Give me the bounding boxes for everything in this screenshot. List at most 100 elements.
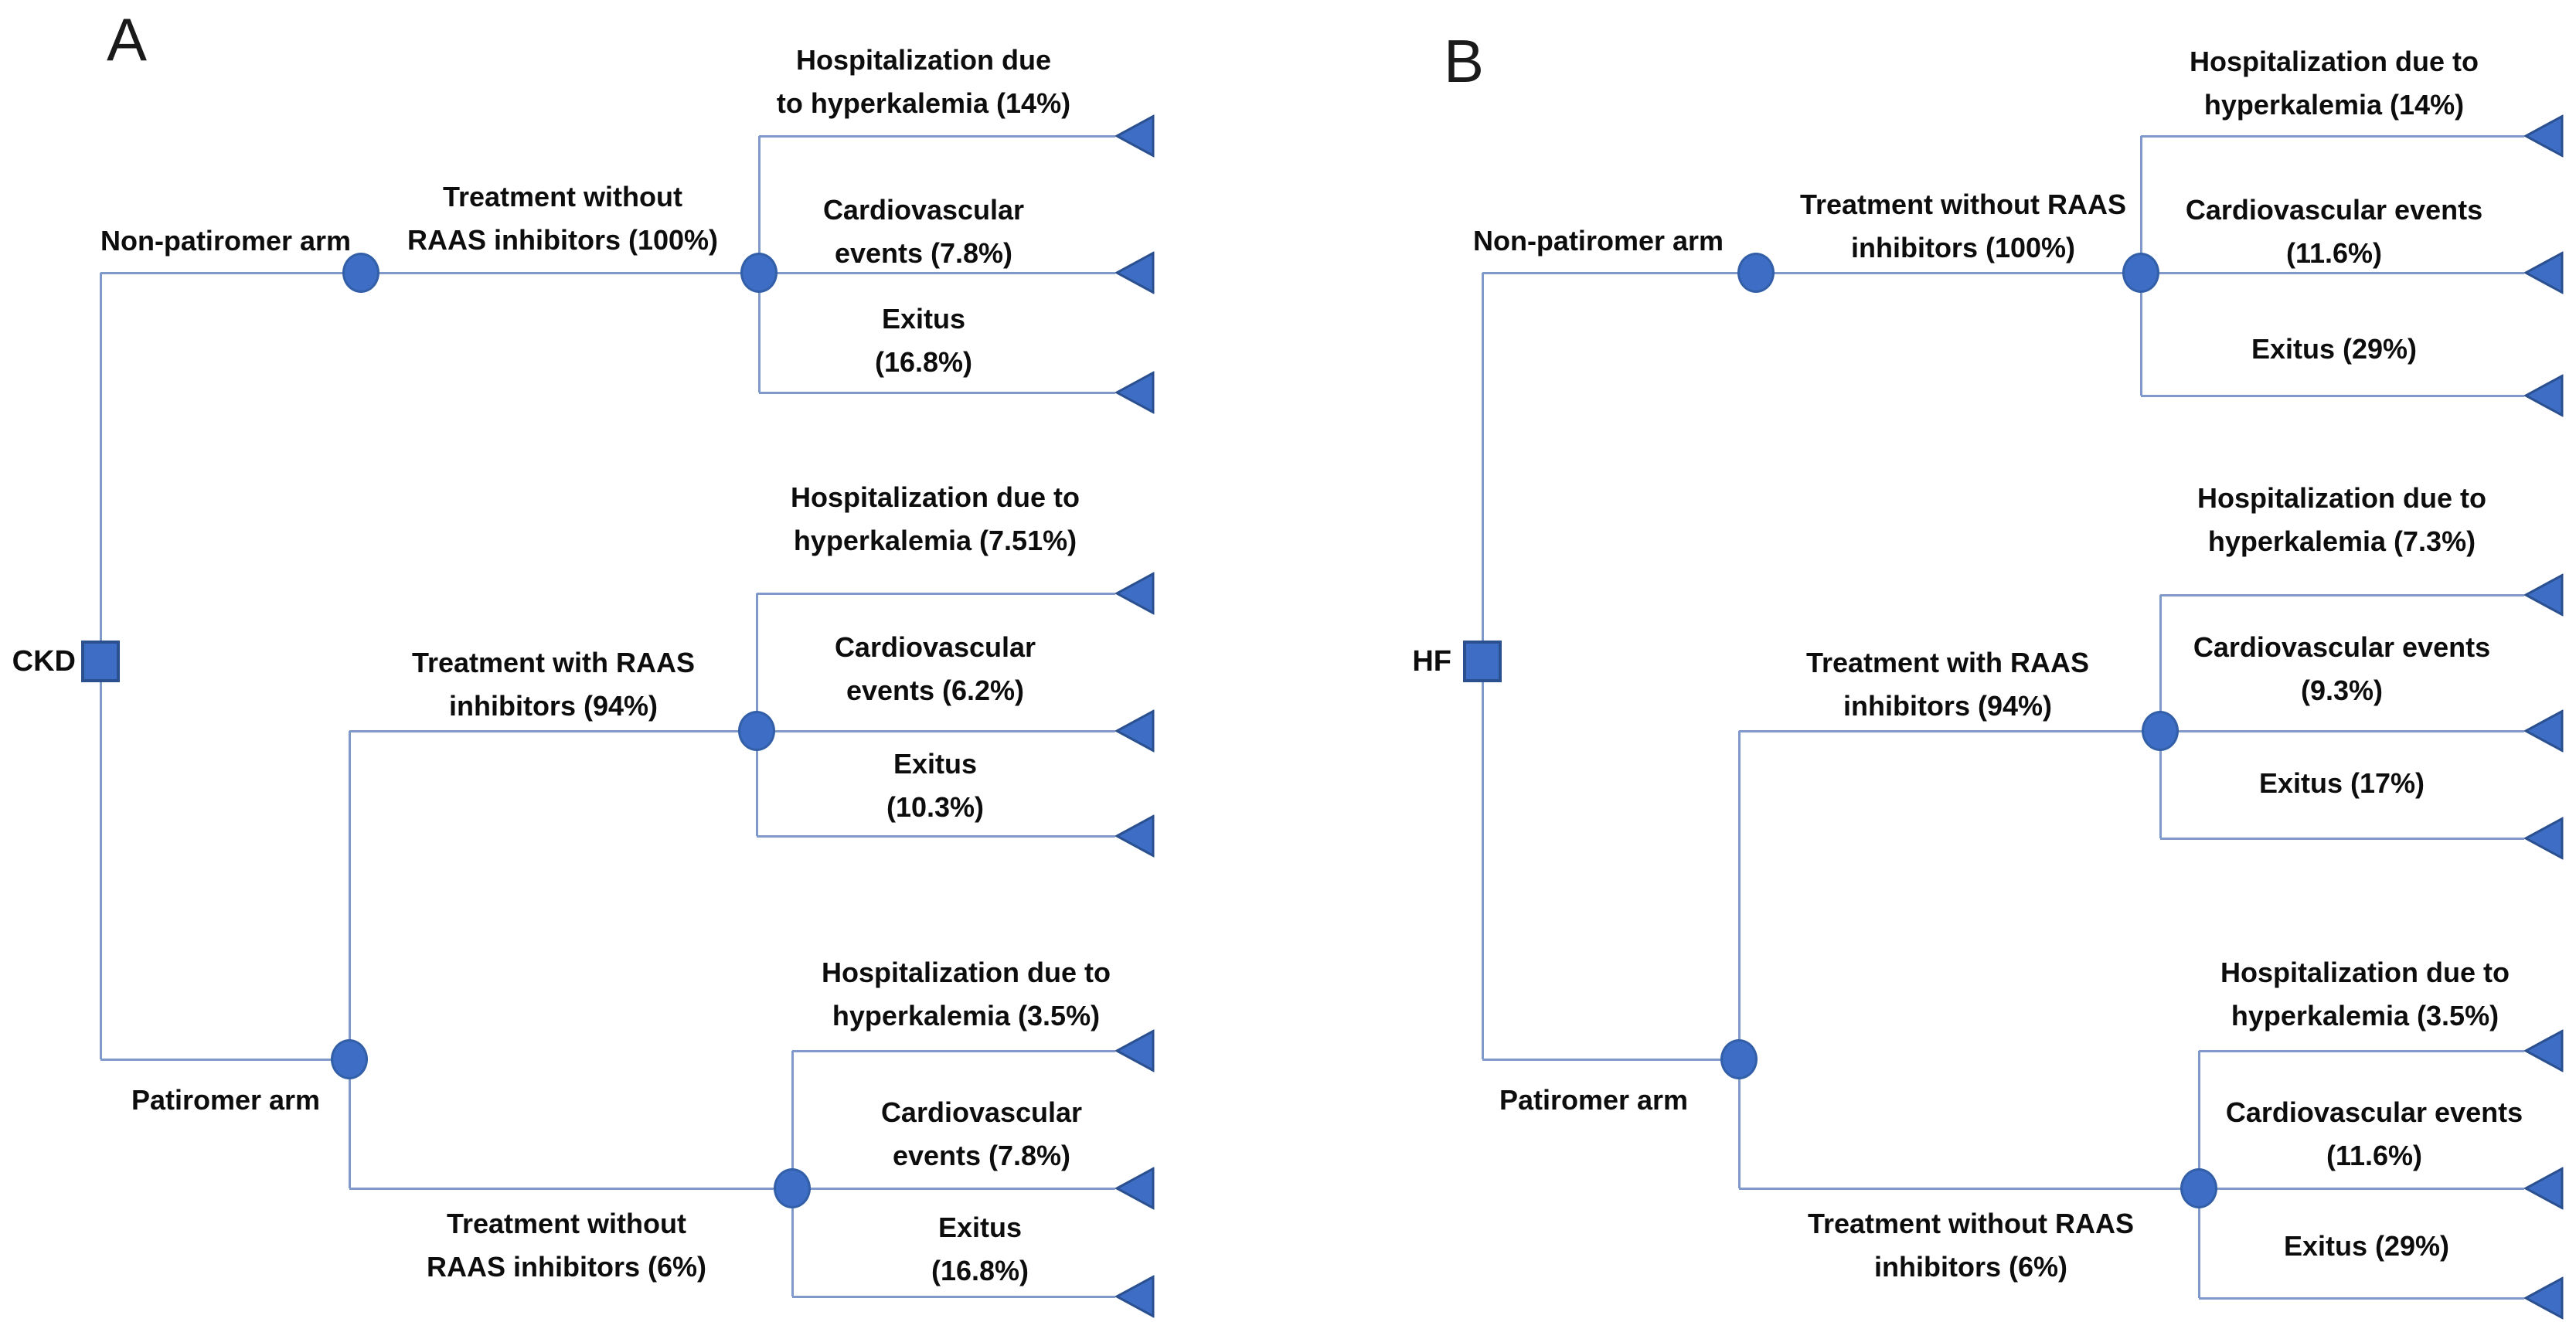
- branch-line: [757, 730, 1115, 732]
- branch-line: [792, 1188, 1115, 1190]
- outcome-label-line: Cardiovascular events: [2185, 194, 2483, 226]
- terminal-node-triangle: [2524, 374, 2564, 417]
- branch-line: [1739, 1188, 2199, 1190]
- branch-line: [1739, 730, 2160, 732]
- branch-line: [757, 835, 1115, 838]
- chance-node-circle: [774, 1168, 811, 1208]
- outcome-label-line: hyperkalemia (14%): [2203, 89, 2465, 121]
- outcome-label-line: to hyperkalemia (14%): [776, 87, 1071, 119]
- outcome-label-line: Hospitalization due to: [791, 481, 1080, 513]
- outcome-label-line: (9.3%): [2300, 675, 2384, 706]
- branch-line: [2160, 594, 2524, 596]
- branch-label-no-raas-6: Treatment without RAAS inhibitors (6%): [427, 1202, 706, 1289]
- branch-label-no-raas-100: Treatment without RAAS inhibitors (100%): [407, 175, 718, 262]
- outcome-label-line: Hospitalization due to: [822, 957, 1111, 988]
- branch-label-line: RAAS inhibitors (6%): [426, 1251, 707, 1283]
- terminal-node-triangle: [2524, 1029, 2564, 1072]
- branch-label-no-raas-100: Treatment without RAAS inhibitors (100%): [1800, 183, 2126, 270]
- branch-line: [1738, 1059, 1741, 1188]
- outcome-label-cardiovascular: Cardiovascular events (7.8%): [881, 1091, 1082, 1178]
- outcome-label-cardiovascular: Cardiovascular events (9.3%): [2193, 626, 2490, 712]
- outcome-label-line: hyperkalemia (3.5%): [832, 1000, 1101, 1031]
- chance-node-circle: [2122, 253, 2159, 293]
- outcome-label-line: Hospitalization due to: [2197, 482, 2486, 514]
- outcome-label-exitus: Exitus (16.8%): [875, 297, 972, 384]
- branch-line: [2160, 730, 2524, 732]
- branch-line: [792, 1050, 1115, 1052]
- outcome-label-exitus: Exitus (29%): [2283, 1230, 2450, 1262]
- branch-line: [349, 1059, 351, 1188]
- outcome-label-line: Exitus: [881, 303, 966, 335]
- outcome-label-line: events (7.8%): [892, 1140, 1071, 1171]
- outcome-label-cardiovascular: Cardiovascular events (11.6%): [2186, 189, 2482, 275]
- outcome-label-line: Hospitalization due: [795, 44, 1051, 76]
- root-label: HF: [1412, 645, 1451, 678]
- branch-line: [349, 1188, 792, 1190]
- outcome-label-line: Cardiovascular events: [2193, 631, 2491, 663]
- chance-node-circle: [1720, 1039, 1758, 1079]
- terminal-node-triangle: [1115, 709, 1155, 753]
- outcome-label-cardiovascular: Cardiovascular events (7.8%): [823, 189, 1024, 275]
- arm-label-non-patiromer: Non-patiromer arm: [1472, 225, 1724, 257]
- branch-line: [2141, 135, 2524, 138]
- panel-a-letter: A: [107, 5, 148, 73]
- outcome-label-line: events (6.2%): [846, 675, 1025, 706]
- branch-label-line: Treatment without RAAS: [1807, 1208, 2135, 1239]
- branch-line: [759, 392, 1115, 394]
- outcome-label-line: (16.8%): [874, 346, 973, 378]
- branch-label-line: Treatment without: [446, 1208, 687, 1239]
- outcome-label-exitus: Exitus (29%): [2251, 333, 2418, 365]
- branch-line: [2141, 395, 2524, 397]
- outcome-label-exitus: Exitus (17%): [2258, 767, 2425, 799]
- root-label: CKD: [12, 645, 76, 678]
- outcome-label-hospitalization: Hospitalization due to hyperkalemia (14%…: [2190, 40, 2479, 127]
- outcome-label-line: Exitus: [938, 1212, 1023, 1243]
- outcome-label-line: events (7.8%): [834, 237, 1013, 269]
- branch-label-line: Treatment with RAAS: [1805, 647, 2090, 678]
- terminal-node-triangle: [2524, 1276, 2564, 1320]
- branch-label-no-raas-6: Treatment without RAAS inhibitors (6%): [1808, 1202, 2134, 1289]
- terminal-node-triangle: [2524, 114, 2564, 158]
- branch-label-line: RAAS inhibitors (100%): [407, 224, 719, 256]
- branch-line: [759, 135, 1115, 138]
- outcome-label-hospitalization: Hospitalization due to hyperkalemia (3.5…: [822, 951, 1111, 1038]
- branch-label-line: inhibitors (94%): [1843, 690, 2053, 722]
- outcome-label-line: hyperkalemia (3.5%): [2231, 1000, 2499, 1031]
- branch-line: [759, 272, 1115, 274]
- chance-node-circle: [1737, 253, 1775, 293]
- terminal-node-triangle: [1115, 1029, 1155, 1072]
- chance-node-circle: [2180, 1168, 2217, 1208]
- outcome-label-line: (10.3%): [886, 791, 985, 823]
- outcome-label-line: hyperkalemia (7.3%): [2207, 525, 2476, 557]
- branch-line: [349, 730, 757, 732]
- terminal-node-triangle: [1115, 1275, 1155, 1318]
- outcome-label-line: Cardiovascular events: [2225, 1096, 2523, 1128]
- arm-label-patiromer: Patiromer arm: [1499, 1084, 1689, 1116]
- outcome-label-line: (16.8%): [931, 1255, 1029, 1286]
- outcome-label-line: Cardiovascular: [822, 194, 1025, 226]
- outcome-label-line: (11.6%): [2326, 1140, 2423, 1171]
- terminal-node-triangle: [1115, 114, 1155, 158]
- branch-label-line: Treatment without: [442, 181, 683, 212]
- outcome-label-line: hyperkalemia (7.51%): [793, 525, 1077, 556]
- chance-node-circle: [342, 253, 379, 293]
- branch-line: [2199, 1297, 2524, 1300]
- branch-line: [100, 1059, 349, 1061]
- chance-node-circle: [738, 711, 775, 751]
- arm-label-non-patiromer: Non-patiromer arm: [100, 225, 352, 257]
- branch-line: [757, 593, 1115, 595]
- terminal-node-triangle: [1115, 371, 1155, 414]
- terminal-node-triangle: [1115, 251, 1155, 294]
- branch-label-raas-94: Treatment with RAAS inhibitors (94%): [1806, 641, 2089, 728]
- branch-label-line: inhibitors (6%): [1873, 1251, 2067, 1283]
- chance-node-circle: [2142, 711, 2179, 751]
- outcome-label-line: Cardiovascular: [834, 631, 1036, 663]
- branch-line: [1738, 731, 1741, 1059]
- terminal-node-triangle: [1115, 572, 1155, 615]
- branch-line: [2199, 1050, 2524, 1052]
- terminal-node-triangle: [2524, 709, 2564, 753]
- terminal-node-triangle: [2524, 573, 2564, 617]
- outcome-label-cardiovascular: Cardiovascular events (11.6%): [2226, 1091, 2523, 1178]
- branch-line: [1482, 1059, 1739, 1061]
